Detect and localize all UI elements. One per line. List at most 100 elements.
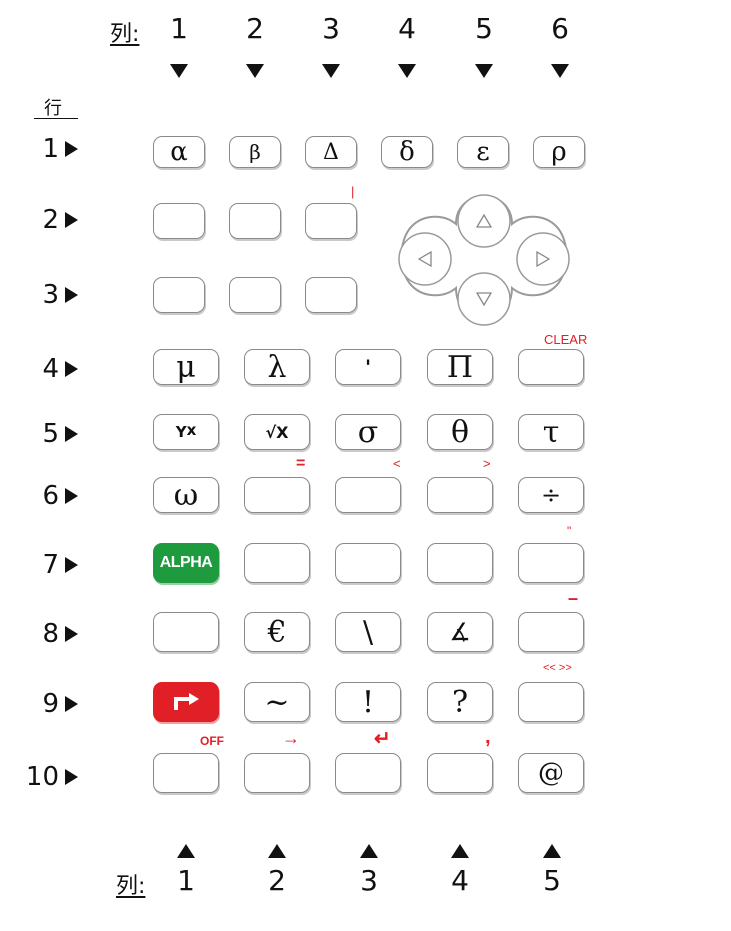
key-r3-c1[interactable] <box>153 277 205 313</box>
up-arrow-icon <box>543 844 561 858</box>
down-triangle-icon <box>475 292 493 307</box>
key-at[interactable]: @ <box>518 753 584 793</box>
row-8-label: 8 <box>6 619 78 649</box>
key-alpha[interactable]: α <box>153 136 205 168</box>
dpad-down-button[interactable] <box>457 272 511 326</box>
row-3-label: 3 <box>6 280 78 310</box>
key-r3-c3[interactable] <box>305 277 357 313</box>
row-2-label: 2 <box>6 205 78 235</box>
key-r6-c2[interactable] <box>244 477 310 513</box>
row-label-underline <box>34 118 78 119</box>
key-apostrophe[interactable]: ' <box>335 349 401 385</box>
row-6-label: 6 <box>6 481 78 511</box>
top-column-1: 1 <box>170 12 188 45</box>
row-5-label: 5 <box>6 419 78 449</box>
row-9-label: 9 <box>6 689 78 719</box>
row-4-label: 4 <box>6 354 78 384</box>
key-r2-c2[interactable] <box>229 203 281 239</box>
key-r6-c3[interactable] <box>335 477 401 513</box>
key-r9-c5[interactable] <box>518 682 584 722</box>
key-off[interactable] <box>153 753 219 793</box>
key-omega[interactable]: ω <box>153 477 219 513</box>
key-delta-upper[interactable]: Δ <box>305 136 357 168</box>
key-rho[interactable]: ρ <box>533 136 585 168</box>
row-7-label: 7 <box>6 550 78 580</box>
key-theta[interactable]: θ <box>427 414 493 450</box>
key-r8-c5[interactable] <box>518 612 584 652</box>
column-label-bottom: 列: <box>116 874 146 899</box>
shift-key[interactable] <box>153 682 219 722</box>
row-label: 行 <box>44 98 62 119</box>
key-r7-c3[interactable] <box>335 543 401 583</box>
key-exclamation[interactable]: ! <box>335 682 401 722</box>
key-r6-c4[interactable] <box>427 477 493 513</box>
key-r7-c2[interactable] <box>244 543 310 583</box>
key-backslash[interactable]: \ <box>335 612 401 652</box>
greater-than-label: > <box>483 456 491 471</box>
right-arrow-label: → <box>282 728 300 748</box>
down-arrow-icon <box>475 64 493 78</box>
right-triangle-icon <box>536 250 551 268</box>
key-epsilon[interactable]: ε <box>457 136 509 168</box>
bottom-column-1: 1 <box>177 864 195 897</box>
key-lambda[interactable]: λ <box>244 349 310 385</box>
left-triangle-icon <box>417 250 432 268</box>
row-1-label: 1 <box>6 134 78 164</box>
dash-label: – <box>568 588 579 608</box>
right-arrow-icon <box>65 769 78 785</box>
dpad-up-button[interactable] <box>457 194 511 248</box>
up-arrow-icon <box>177 844 195 858</box>
right-arrow-icon <box>65 361 78 377</box>
key-question[interactable]: ? <box>427 682 493 722</box>
key-r2-c3[interactable] <box>305 203 357 239</box>
top-column-3: 3 <box>322 12 340 45</box>
clear-label: CLEAR <box>544 332 588 347</box>
off-label: OFF <box>200 734 224 748</box>
key-sigma[interactable]: σ <box>335 414 401 450</box>
dpad <box>398 194 570 326</box>
top-column-2: 2 <box>246 12 264 45</box>
key-tau[interactable]: τ <box>518 414 584 450</box>
bottom-column-5: 5 <box>543 864 561 897</box>
up-triangle-icon <box>475 213 493 228</box>
key-r8-c1[interactable] <box>153 612 219 652</box>
column-label-top: 列: <box>110 22 140 47</box>
alpha-key[interactable]: ALPHA <box>153 543 219 583</box>
right-arrow-icon <box>65 557 78 573</box>
bottom-column-3: 3 <box>360 864 378 897</box>
key-sqrt-x[interactable]: √X <box>244 414 310 450</box>
key-r7-c4[interactable] <box>427 543 493 583</box>
top-column-5: 5 <box>475 12 493 45</box>
key-mu[interactable]: μ <box>153 349 219 385</box>
key-beta[interactable]: β <box>229 136 281 168</box>
key-r10-c3[interactable] <box>335 753 401 793</box>
key-delta-lower[interactable]: δ <box>381 136 433 168</box>
top-column-6: 6 <box>551 12 569 45</box>
shift-arrow-icon <box>174 693 199 710</box>
key-divide[interactable]: ÷ <box>518 477 584 513</box>
right-arrow-icon <box>65 426 78 442</box>
down-arrow-icon <box>322 64 340 78</box>
key-tilde[interactable]: ~ <box>244 682 310 722</box>
key-pi[interactable]: Π <box>427 349 493 385</box>
double-quote-label: " <box>567 524 572 538</box>
key-r4-c5[interactable] <box>518 349 584 385</box>
dpad-left-button[interactable] <box>398 232 452 286</box>
right-arrow-icon <box>65 696 78 712</box>
comma-label: , <box>485 726 491 748</box>
key-angle[interactable]: ∡ <box>427 612 493 652</box>
return-arrow-label: ↵ <box>374 728 391 750</box>
key-r10-c4[interactable] <box>427 753 493 793</box>
key-r3-c2[interactable] <box>229 277 281 313</box>
bottom-column-4: 4 <box>451 864 469 897</box>
key-r2-c1[interactable] <box>153 203 205 239</box>
up-arrow-icon <box>268 844 286 858</box>
right-arrow-icon <box>65 488 78 504</box>
key-euro[interactable]: € <box>244 612 310 652</box>
key-r10-c2[interactable] <box>244 753 310 793</box>
dpad-right-button[interactable] <box>516 232 570 286</box>
red-tick-label: | <box>351 184 355 199</box>
down-arrow-icon <box>170 64 188 78</box>
key-r7-c5[interactable] <box>518 543 584 583</box>
